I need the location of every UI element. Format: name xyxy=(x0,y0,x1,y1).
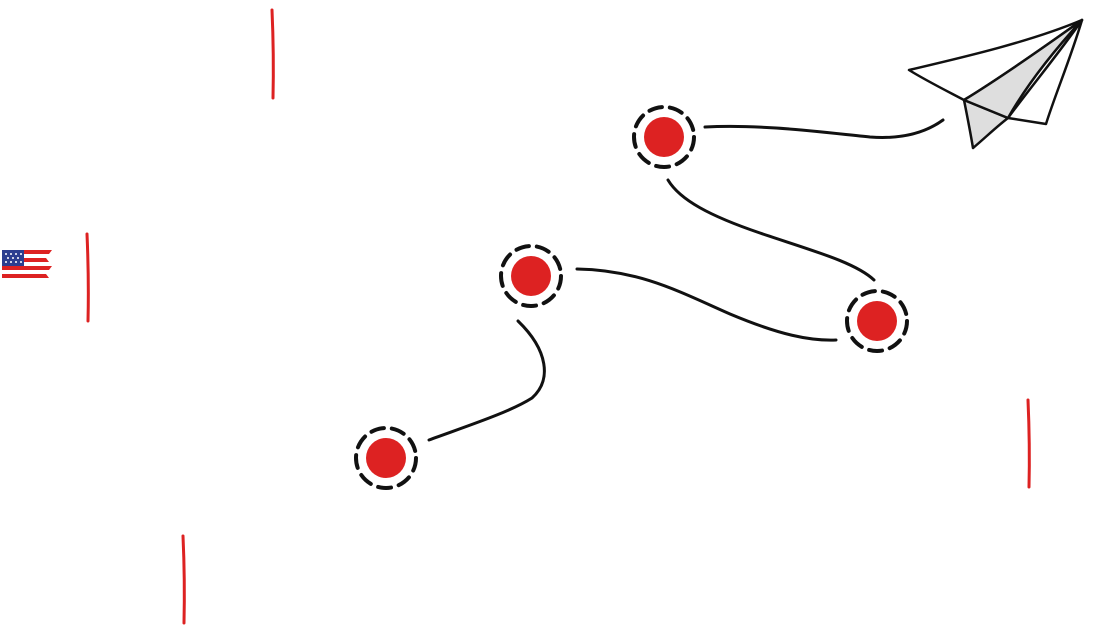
marker-dot xyxy=(857,301,897,341)
paper-airplane-icon xyxy=(907,18,1084,150)
waypoint-marker xyxy=(632,105,696,169)
route-line-4 xyxy=(703,118,945,139)
red-stroke-2 xyxy=(85,232,90,323)
marker-dashed-ring xyxy=(845,289,909,353)
red-stroke-4 xyxy=(1026,398,1031,489)
route-lines xyxy=(427,118,945,442)
marker-dashed-ring xyxy=(354,426,418,490)
red-stroke-1 xyxy=(270,8,275,100)
route-line-3 xyxy=(666,178,876,282)
decorative-strokes xyxy=(85,8,1031,625)
route-line-2 xyxy=(575,267,838,342)
marker-dot xyxy=(366,438,406,478)
waypoint-marker xyxy=(499,244,563,308)
waypoint-marker xyxy=(845,289,909,353)
marker-dashed-ring xyxy=(632,105,696,169)
route-line-1 xyxy=(427,319,546,442)
red-stroke-3 xyxy=(181,534,186,625)
marker-dot xyxy=(644,117,684,157)
marker-dashed-ring xyxy=(499,244,563,308)
us-flag-icon xyxy=(2,250,52,282)
marker-dot xyxy=(511,256,551,296)
waypoint-marker xyxy=(354,426,418,490)
